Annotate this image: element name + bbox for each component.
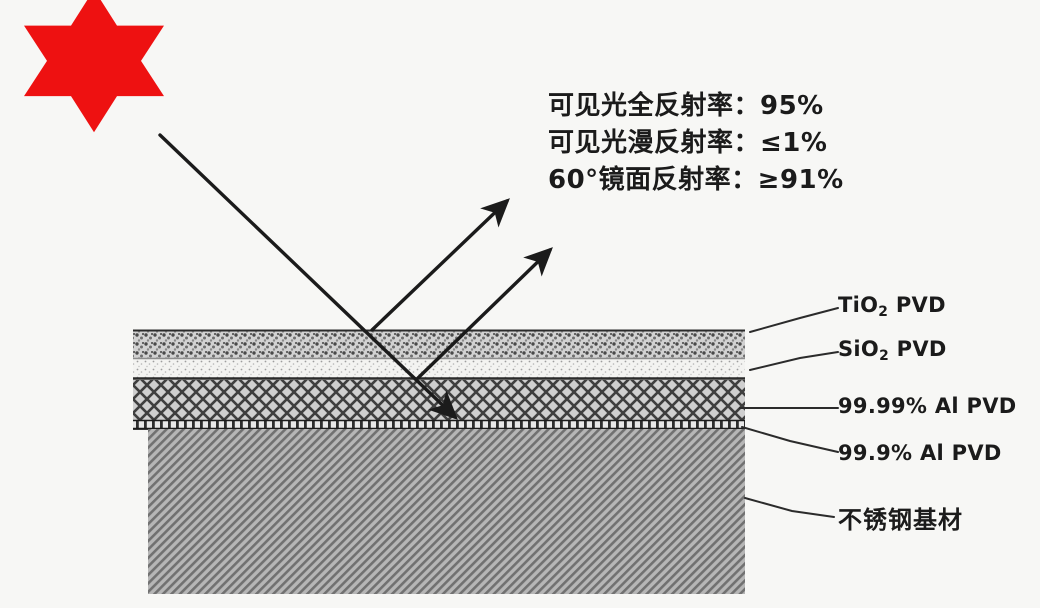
coating-stack (133, 329, 745, 594)
layer-al-999 (133, 419, 745, 430)
ray-group (158, 133, 553, 420)
label-tio2-main: TiO (838, 293, 879, 317)
label-tio2-pvd: TiO2 PVD (838, 293, 946, 320)
spec-total-reflectance: 可见光全反射率：95% (548, 91, 824, 121)
label-stainless-steel-substrate: 不锈钢基材 (838, 506, 963, 534)
layer-al-9999 (133, 377, 745, 420)
layer-sio2 (133, 357, 745, 378)
specular-reflection-ray (370, 198, 510, 332)
leader-lines (739, 307, 839, 518)
label-sio2-pvd: SiO2 PVD (838, 337, 947, 364)
label-sio2-main: SiO (838, 337, 880, 361)
label-al-9999-pvd: 99.99% Al PVD (838, 394, 1017, 418)
label-sio2-subscript: 2 (879, 348, 890, 364)
layer-tio2 (133, 329, 745, 358)
label-tio2-tail: PVD (888, 293, 946, 317)
spec-diffuse-reflectance: 可见光漫反射率：≤1% (548, 127, 828, 158)
spec-specular-reflectance: 60°镜面反射率：≥91% (548, 164, 844, 195)
interface-reflection-ray (416, 247, 553, 380)
leader-tio2 (749, 307, 839, 333)
layer-stainless-substrate (148, 429, 745, 594)
leader-substrate (744, 497, 835, 518)
six-pointed-star-icon (24, 0, 164, 133)
label-sio2-tail: PVD (889, 337, 947, 361)
light-source-star (24, 0, 164, 133)
label-tio2-subscript: 2 (878, 304, 889, 320)
reflectance-spec-block: 可见光全反射率：95% 可见光漫反射率：≤1% 60°镜面反射率：≥91% (548, 88, 948, 199)
label-al-999-pvd: 99.9% Al PVD (838, 441, 1002, 465)
incident-ray (158, 133, 458, 420)
leader-al-999 (741, 426, 839, 453)
leader-sio2 (749, 351, 839, 371)
